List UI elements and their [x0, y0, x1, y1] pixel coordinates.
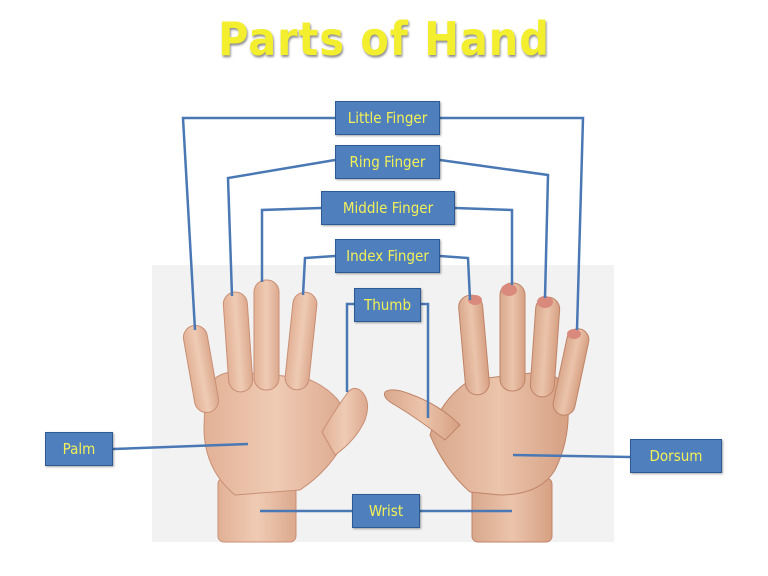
label-dorsum: Dorsum — [630, 439, 722, 473]
label-index-finger: Index Finger — [335, 239, 440, 273]
label-little-finger: Little Finger — [335, 101, 440, 135]
fingernails — [468, 284, 581, 339]
label-middle-finger: Middle Finger — [321, 191, 455, 225]
label-thumb: Thumb — [354, 288, 421, 322]
right-hand-dorsum — [384, 282, 590, 543]
left-hand-palm — [182, 279, 369, 543]
leader-lines — [112, 116, 631, 513]
label-wrist: Wrist — [352, 494, 420, 528]
diagram-title: Parts of Hand — [218, 12, 550, 66]
label-ring-finger: Ring Finger — [335, 145, 440, 179]
label-palm: Palm — [45, 432, 113, 466]
